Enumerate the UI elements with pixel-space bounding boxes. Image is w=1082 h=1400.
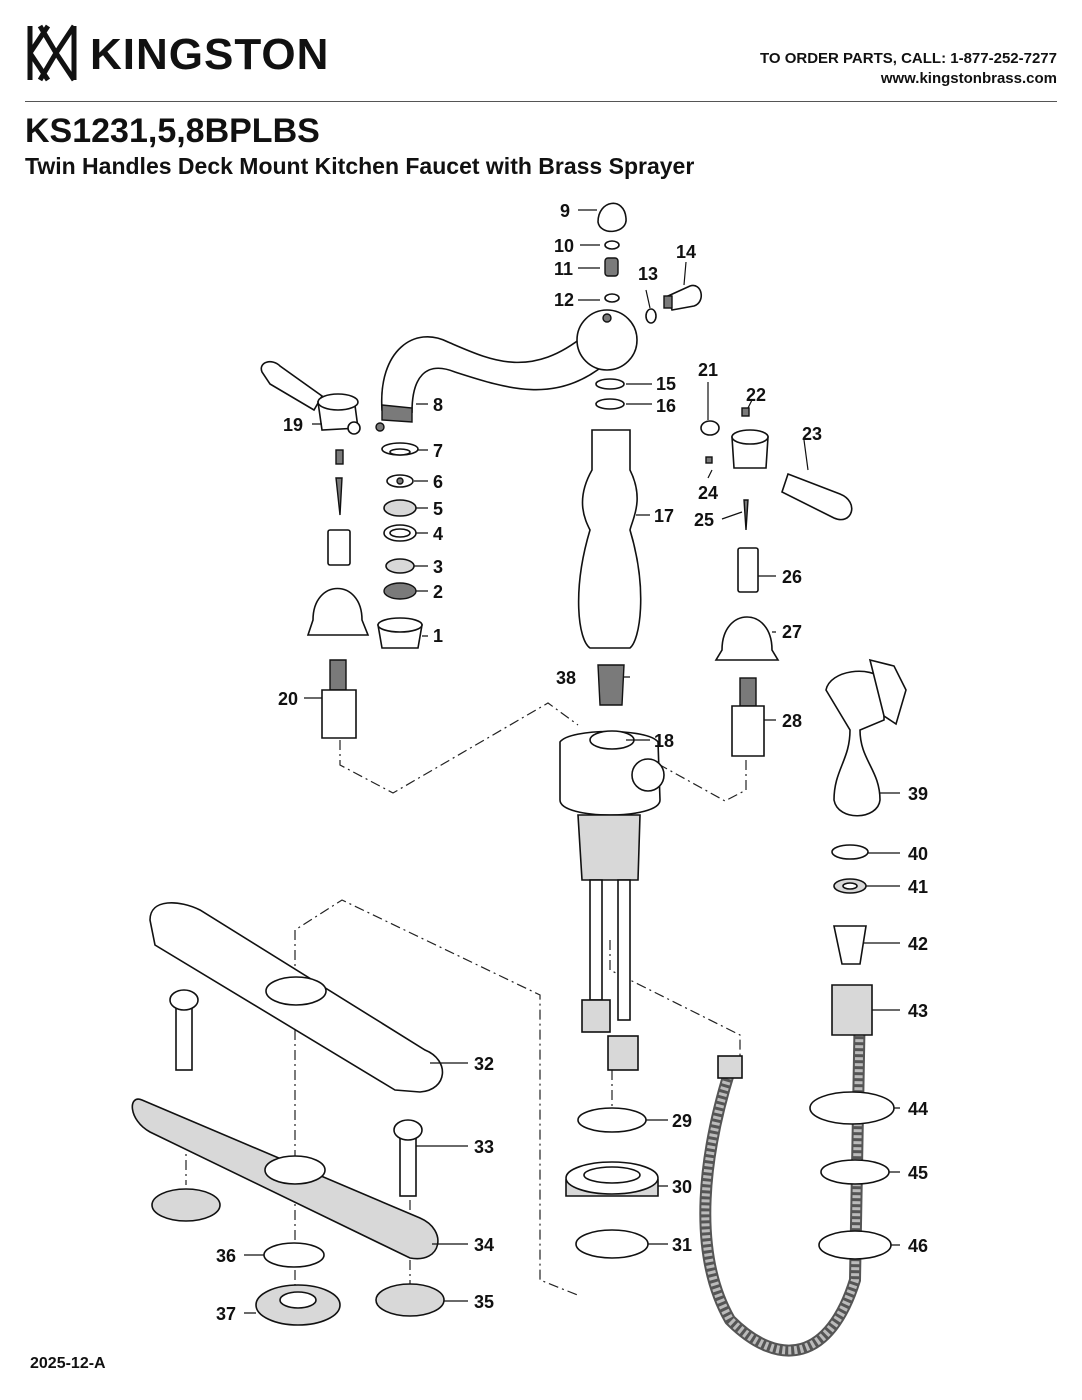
faucet-mount-parts — [565, 1107, 659, 1259]
callout-27: 27 — [782, 622, 802, 642]
sprayer-assembly — [809, 658, 907, 1260]
callout-17: 17 — [654, 506, 674, 526]
left-handle-assembly — [260, 360, 385, 739]
product-description: Twin Handles Deck Mount Kitchen Faucet w… — [25, 153, 695, 179]
callout-1: 1 — [433, 626, 443, 646]
kingston-logo-icon — [27, 24, 77, 82]
callout-6: 6 — [433, 472, 443, 492]
deck-plate-parts — [131, 902, 445, 1326]
revision-code: 2025-12-A — [30, 1355, 106, 1372]
callout-19: 19 — [283, 415, 303, 435]
header-divider — [25, 101, 1057, 102]
callout-26: 26 — [782, 567, 802, 587]
callout-35: 35 — [474, 1292, 494, 1312]
callout-44: 44 — [908, 1099, 928, 1119]
callout-33: 33 — [474, 1137, 494, 1157]
callout-15: 15 — [656, 374, 676, 394]
website-link[interactable]: www.kingstonbrass.com — [880, 70, 1057, 87]
callout-2: 2 — [433, 582, 443, 602]
callout-30: 30 — [672, 1177, 692, 1197]
callout-9: 9 — [560, 201, 570, 221]
callout-7: 7 — [433, 441, 443, 461]
callout-18: 18 — [654, 731, 674, 751]
top-small-parts — [597, 202, 702, 324]
order-phone-text: TO ORDER PARTS, CALL: 1-877-252-7277 — [759, 50, 1057, 67]
callout-38: 38 — [556, 668, 576, 688]
aerator-parts — [377, 442, 423, 649]
callout-36: 36 — [216, 1246, 236, 1266]
callout-25: 25 — [694, 510, 714, 530]
callout-10: 10 — [554, 236, 574, 256]
callout-31: 31 — [672, 1235, 692, 1255]
callout-11: 11 — [554, 259, 573, 279]
callout-41: 41 — [908, 877, 928, 897]
callout-12: 12 — [554, 290, 574, 310]
callout-3: 3 — [433, 557, 443, 577]
sprayer-hose — [699, 999, 866, 1357]
callout-43: 43 — [908, 1001, 928, 1021]
callout-21: 21 — [698, 360, 718, 380]
callout-37: 37 — [216, 1304, 236, 1324]
callout-8: 8 — [433, 395, 443, 415]
leader-lines — [244, 209, 900, 1314]
callout-34: 34 — [474, 1235, 494, 1255]
callout-4: 4 — [433, 524, 443, 544]
spout-part — [381, 309, 638, 423]
brand-name: KINGSTON — [90, 30, 330, 79]
callout-29: 29 — [672, 1111, 692, 1131]
callout-labels: 1 2 3 4 5 6 7 8 9 10 11 12 13 14 15 16 1… — [216, 201, 928, 1324]
callout-22: 22 — [746, 385, 766, 405]
callout-14: 14 — [676, 242, 696, 262]
callout-13: 13 — [638, 264, 658, 284]
callout-16: 16 — [656, 396, 676, 416]
model-number: KS1231,5,8BPLBS — [25, 112, 320, 150]
callout-23: 23 — [802, 424, 822, 444]
callout-42: 42 — [908, 934, 928, 954]
callout-40: 40 — [908, 844, 928, 864]
callout-32: 32 — [474, 1054, 494, 1074]
right-handle-assembly — [700, 407, 853, 757]
callout-5: 5 — [433, 499, 443, 519]
callout-39: 39 — [908, 784, 928, 804]
callout-46: 46 — [908, 1236, 928, 1256]
callout-28: 28 — [782, 711, 802, 731]
callout-45: 45 — [908, 1163, 928, 1183]
callout-20: 20 — [278, 689, 298, 709]
faucet-body — [559, 378, 665, 1071]
callout-24: 24 — [698, 483, 718, 503]
